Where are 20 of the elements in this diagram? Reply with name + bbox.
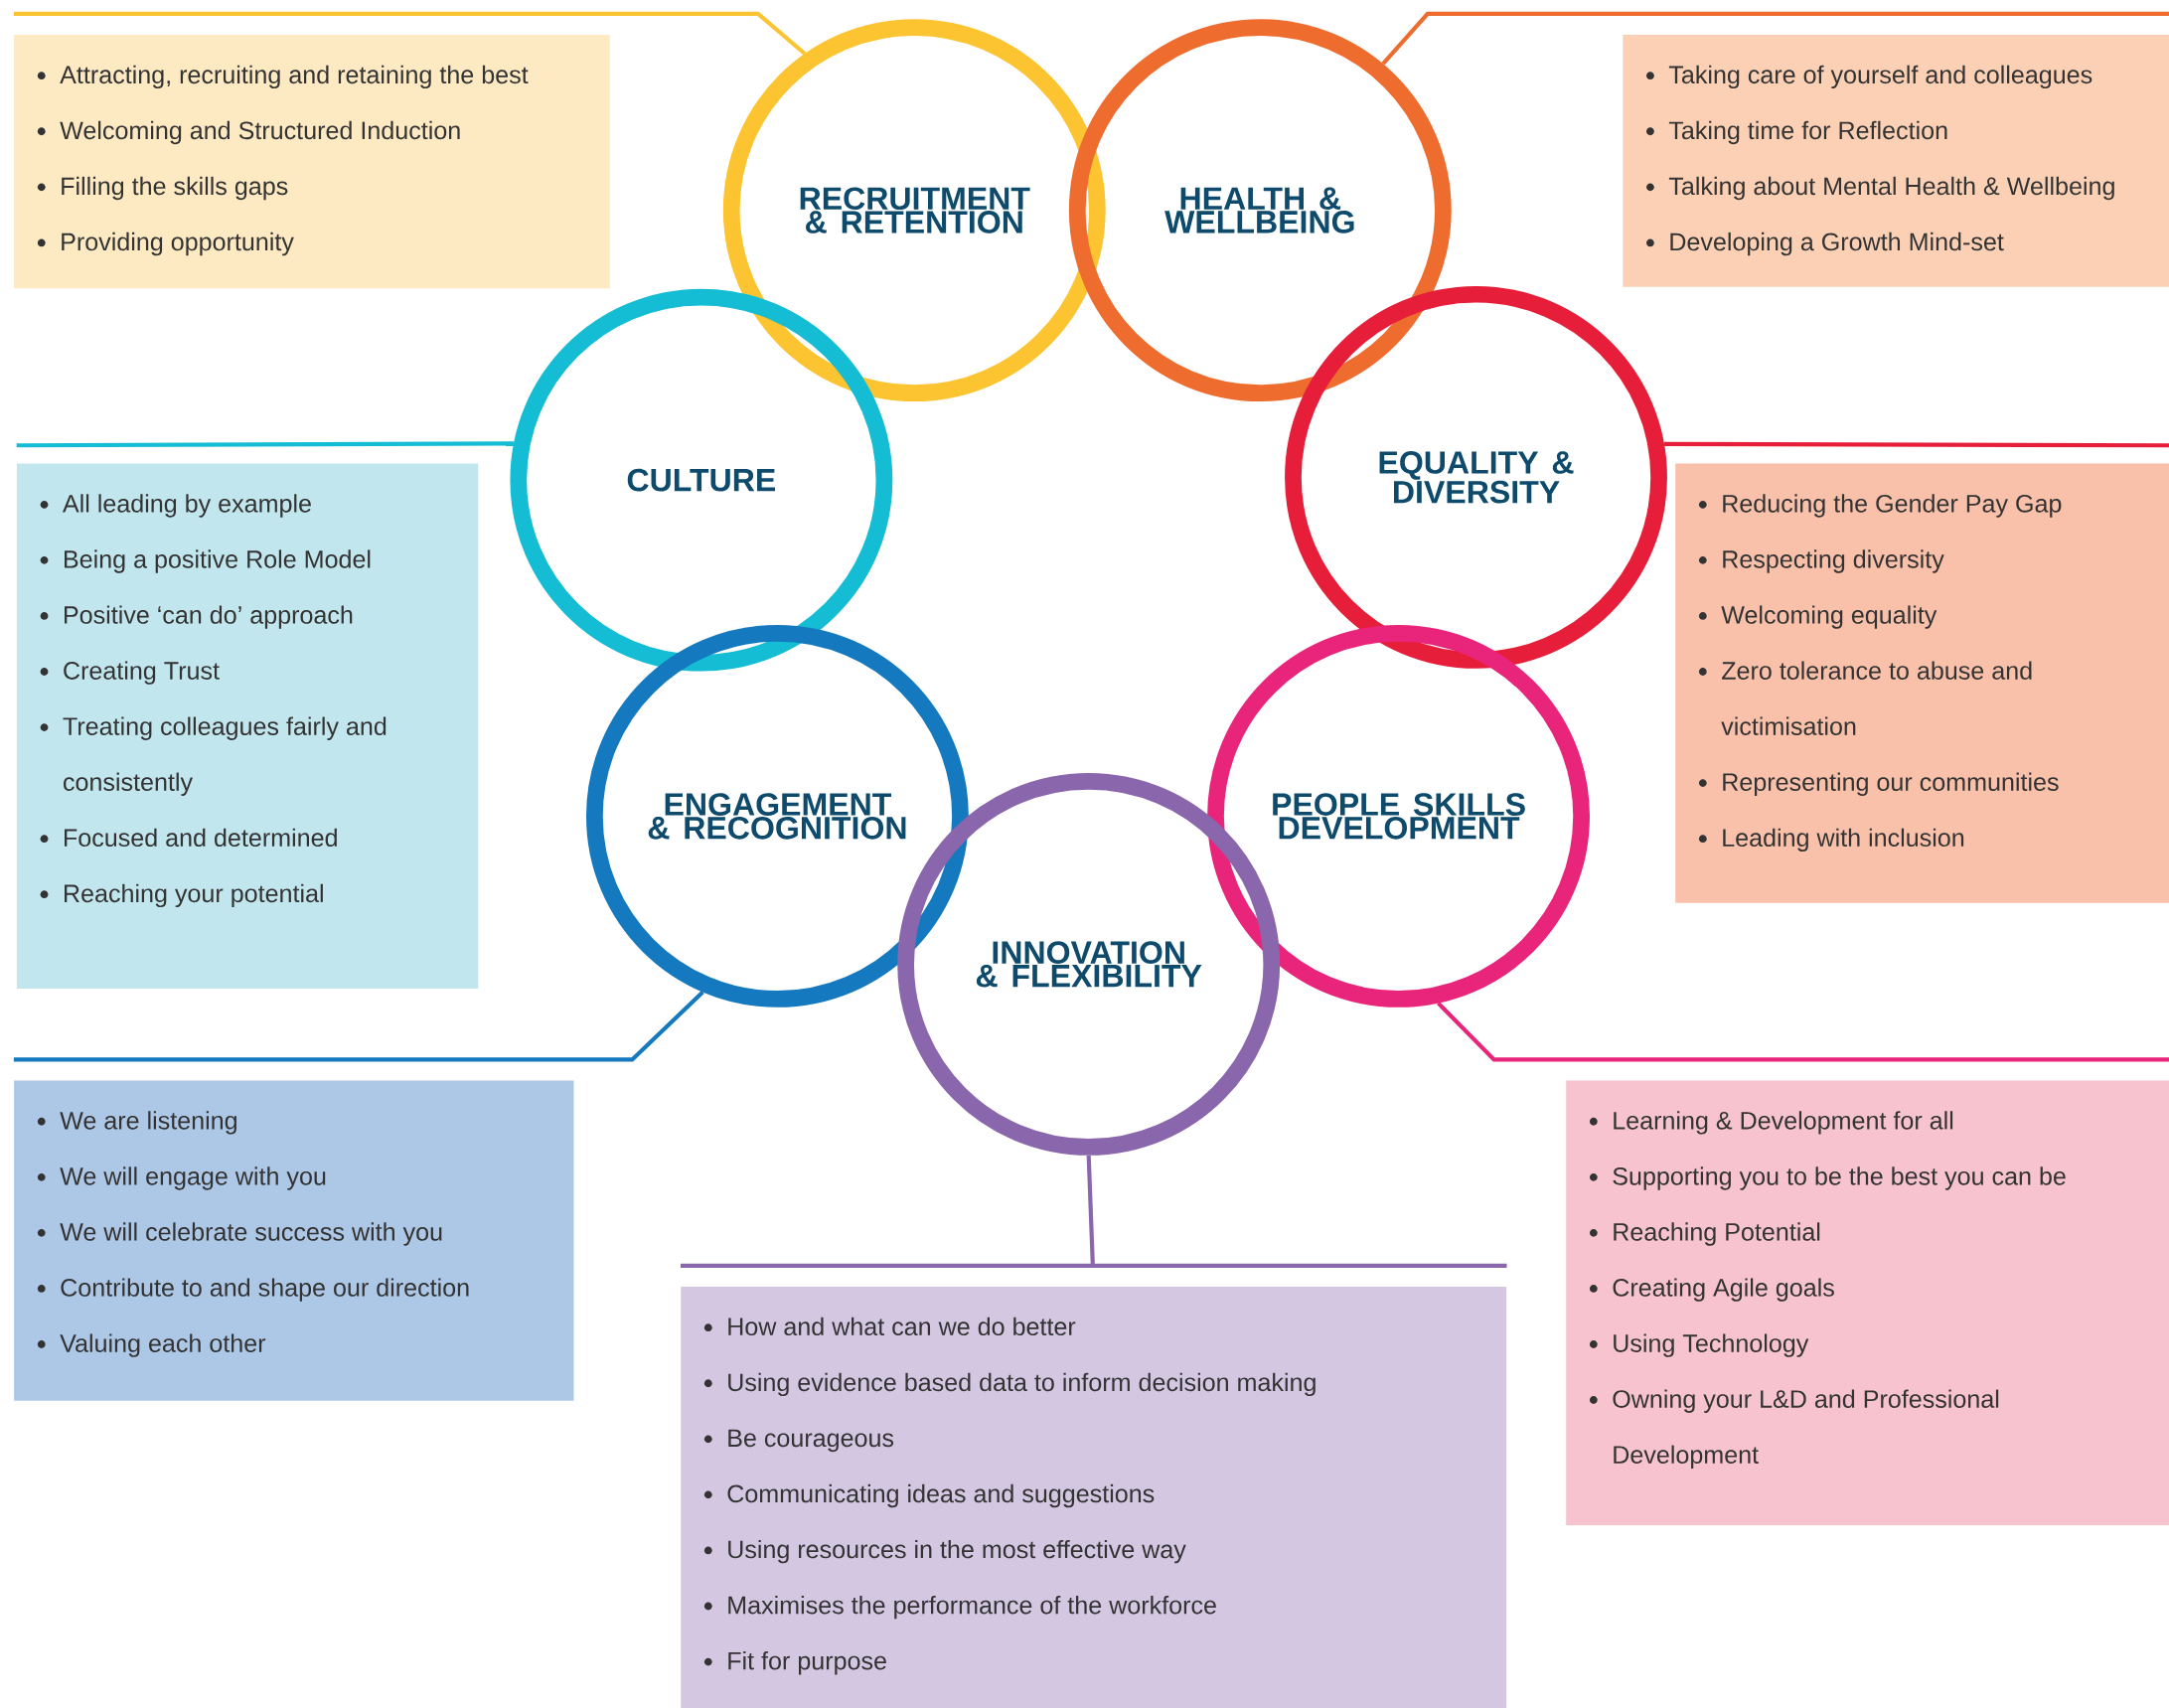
ring: RECRUITMENT & RETENTION [722,19,1106,401]
ring: HEALTH & WELLBEING [1068,19,1452,401]
ring: CULTURE [510,288,893,672]
bullet-list-box: We are listening We will engage with you We will celebrate success with you Contribute to and shape our direction Valuing each other [14,1080,574,1401]
leader-line [13,990,704,1062]
bullet-list-box: Learning & Development for all Supporting you to be the best you can be Reaching Potential Creating Agile goals Using Technology Owning your L&D and Professional Development [1566,1080,2169,1525]
leader-line [678,1153,1509,1268]
leader-line [1437,1002,2169,1062]
ring: PEOPLE SKILLS DEVELOPMENT [1207,624,1590,1008]
bullet-list-box: Reducing the Gender Pay Gap Respecting diversity Welcoming equality Zero tolerance to abuse and victimisation Representing our communities Leading with inclusion [1675,463,2169,903]
leader-line [1381,11,2169,66]
bullet-list-box: Attracting, recruiting and retaining the best Welcoming and Structured Induction Filling the skills gaps Providing opportunity [14,34,610,288]
leader-line [16,441,514,448]
ring: ENGAGEMENT & RECOGNITION [586,624,969,1008]
leader-line [13,11,807,56]
bullet-list-box: How and what can we do better Using evidence based data to inform decision making Be courageous Communicating ideas and suggestions Using resources in the most effective way Maximises the performance of the workforce Fit for purpose [681,1286,1507,1708]
bullet-list-box: All leading by example Being a positive Role Model Positive ‘can do’ approach Creating Trust Treating colleagues fairly and consistently Focused and determined Reaching your potential [16,463,479,989]
ring: EQUALITY & DIVERSITY [1285,285,1667,669]
leader-line [1664,441,2169,448]
bullet-list-box: Taking care of yourself and colleagues Taking time for Reflection Talking about Mental Health & Wellbeing Developing a Growth Mind-set [1623,34,2169,287]
